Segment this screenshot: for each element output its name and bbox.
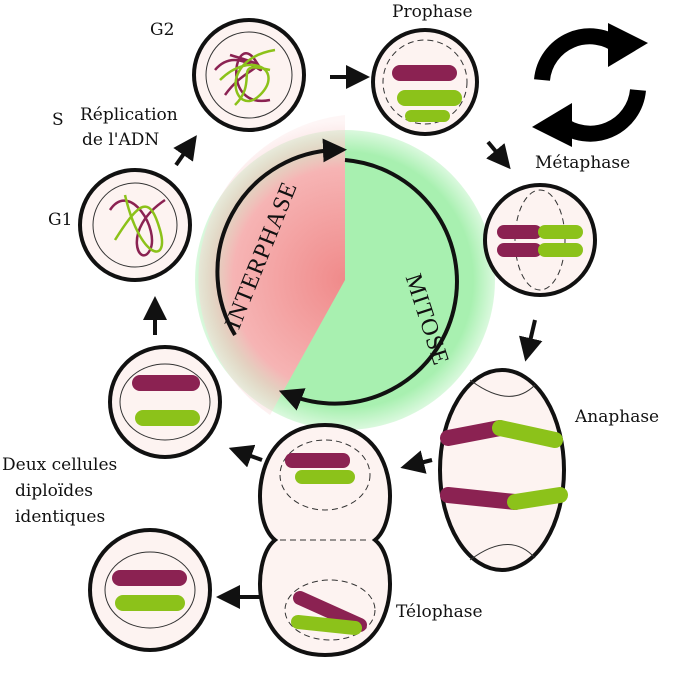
cell-prophase bbox=[371, 28, 479, 136]
cycle-center: INTERPHASE MITOSE bbox=[195, 115, 495, 430]
mitose-arrow bbox=[278, 158, 459, 411]
cell-daughter-bottom bbox=[88, 528, 212, 652]
cell-daughter-left bbox=[108, 345, 222, 459]
interphase-arrow bbox=[215, 138, 347, 337]
label-daughters-1: Deux cellules bbox=[2, 455, 117, 475]
label-daughters-3: identiques bbox=[15, 507, 105, 527]
arrow-metaphase-anaphase bbox=[519, 319, 543, 362]
label-anaphase: Anaphase bbox=[574, 407, 659, 427]
label-prophase: Prophase bbox=[392, 2, 473, 22]
label-replication-2: de l'ADN bbox=[82, 130, 159, 150]
label-replication-1: Réplication bbox=[80, 105, 178, 125]
interphase-region bbox=[198, 115, 345, 415]
label-s: S bbox=[52, 110, 64, 130]
arrow-prophase-metaphase bbox=[486, 140, 511, 170]
cell-g2 bbox=[192, 18, 306, 132]
label-telophase: Télophase bbox=[396, 602, 483, 622]
arrow-anaphase-telophase bbox=[400, 450, 433, 474]
cell-metaphase bbox=[483, 183, 597, 297]
label-daughters-2: diploïdes bbox=[15, 481, 93, 501]
arrow-telophase-daughter-left bbox=[228, 444, 263, 468]
transition-arrows bbox=[143, 65, 543, 609]
reload-icon[interactable] bbox=[532, 23, 648, 147]
label-g1: G1 bbox=[48, 210, 72, 230]
cell-telophase bbox=[258, 422, 392, 658]
label-metaphase: Métaphase bbox=[535, 153, 630, 173]
arrow-g1-g2 bbox=[173, 135, 197, 167]
cell-g1 bbox=[78, 168, 192, 282]
cell-anaphase bbox=[438, 368, 568, 572]
label-g2: G2 bbox=[150, 20, 174, 40]
